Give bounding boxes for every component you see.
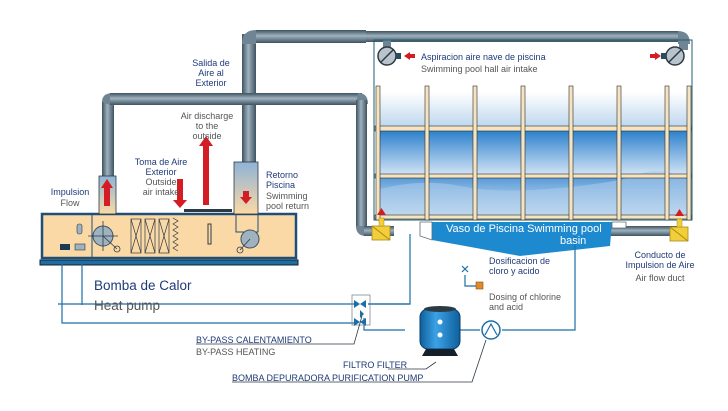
flow-label: Flow — [60, 198, 80, 208]
toma-aire-line-1: Toma de Aire — [134, 157, 188, 167]
air-supply-outlet-left — [371, 208, 391, 241]
aspiracion-label: Aspiracion aire nave de piscina — [421, 52, 546, 62]
upper-duct-left — [256, 30, 366, 43]
pool-basin — [419, 221, 627, 256]
hall-post — [520, 85, 526, 221]
hall-post — [664, 85, 670, 221]
bypass-es-label: BY-PASS CALENTAMIENTO — [196, 335, 312, 345]
pool-return-line-2: pool return — [266, 201, 310, 211]
purification-pump-label: BOMBA DEPURADORA PURIFICATION PUMP — [232, 373, 424, 383]
hall-intake-fan-left — [377, 46, 415, 66]
arrow-up-icon — [675, 209, 684, 216]
purification-pump — [481, 320, 501, 340]
hall-intake-fan-right — [650, 46, 685, 66]
air-flow-duct-label: Air flow duct — [635, 273, 685, 283]
bomba-calor-label: Bomba de Calor — [94, 278, 192, 293]
impulsion-label: Impulsion — [50, 187, 90, 197]
air-discharge-label: Air discharge to the outside — [172, 111, 242, 141]
bypass-valve-group — [351, 294, 371, 326]
retorno-line-2: Piscina — [266, 180, 296, 190]
impulsion-duct-vertical — [102, 102, 114, 178]
air-discharge-line-3: outside — [192, 131, 222, 141]
pool-hall-posts — [375, 85, 692, 221]
hall-post — [472, 85, 478, 221]
filter-label: FILTRO FILTER — [343, 360, 408, 370]
salida-aire-line-2: Aire al — [198, 68, 224, 78]
air-flow-duct-pipe — [590, 226, 680, 236]
upper-duct-right — [366, 31, 678, 42]
outside-intake-label: Outside air intake — [128, 177, 194, 197]
conducto-line-2: Impulsion de Aire — [625, 260, 695, 270]
chlorine-dosing-unit — [461, 265, 484, 290]
air-discharge-arrow-icon — [199, 136, 213, 146]
sand-filter — [419, 306, 461, 356]
salida-aire-label: Salida de Aire al Exterior — [180, 58, 242, 88]
valve-icon — [354, 300, 366, 308]
pump-icon — [484, 322, 498, 336]
pool-basin-label: Vaso de Piscina Swimming pool — [446, 223, 602, 235]
salida-aire-line-3: Exterior — [195, 78, 227, 88]
hall-post — [424, 85, 430, 221]
hall-post — [686, 85, 692, 221]
retorno-label: Retorno Piscina — [266, 170, 298, 190]
toma-aire-line-2: Exterior — [145, 167, 177, 177]
hall-post — [568, 85, 574, 221]
hall-post — [375, 85, 381, 221]
air-discharge-line-2: to the — [195, 121, 219, 131]
air-supply-outlet-right — [669, 209, 689, 242]
outside-intake-arrow-icon — [173, 200, 187, 208]
pool-return-label: Swimming pool return — [266, 191, 309, 211]
retorno-line-1: Retorno — [266, 170, 299, 180]
pool-hall — [373, 39, 693, 221]
arrow-up-icon — [101, 179, 113, 188]
pool-supply-duct-vertical — [356, 100, 367, 228]
pool-return-line-1: Swimming — [266, 191, 308, 201]
arrow-down-icon — [240, 197, 252, 204]
arrow-right-icon — [655, 52, 661, 60]
air-discharge-line-1: Air discharge — [180, 111, 234, 121]
heat-pump-label: Heat pump — [94, 298, 161, 313]
outside-intake-line-1: Outside — [145, 177, 177, 187]
toma-aire-label: Toma de Aire Exterior — [128, 157, 194, 177]
conducto-line-1: Conducto de — [634, 250, 686, 260]
dosificacion-label: Dosificacion de cloro y acido — [489, 256, 550, 276]
arrow-left-icon — [404, 52, 410, 60]
hall-post — [616, 85, 622, 221]
hall-intake-label: Swimming pool hall air intake — [421, 64, 538, 74]
middle-duct — [110, 93, 362, 105]
leader-lines — [196, 315, 487, 383]
bypass-en-label: BY-PASS HEATING — [196, 347, 276, 357]
outside-intake-line-2: air intake — [142, 187, 180, 197]
dosing-label: Dosing of chlorine and acid — [489, 292, 561, 312]
dosing-valve-icon — [461, 265, 469, 273]
conducto-label: Conducto de Impulsion de Aire — [620, 250, 700, 270]
heat-pump-unit — [39, 161, 299, 266]
pool-basin-label-2: basin — [560, 235, 587, 247]
dosing-line-2: and acid — [489, 302, 524, 312]
air-arrows — [173, 136, 213, 208]
dosing-line-1: Dosing of chlorine — [489, 292, 562, 302]
arrow-up-icon — [377, 208, 386, 215]
salida-aire-line-1: Salida de — [192, 58, 230, 68]
dosificacion-line-1: Dosificacion de — [489, 256, 551, 266]
dosificacion-line-2: cloro y acido — [489, 266, 540, 276]
